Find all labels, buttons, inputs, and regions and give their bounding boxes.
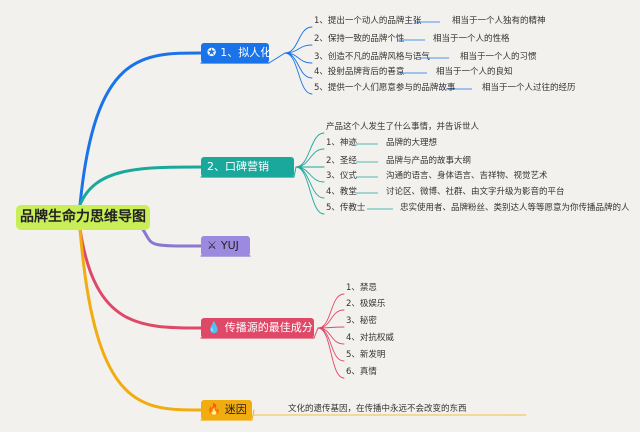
fork-connector	[293, 166, 297, 178]
branch-connector	[78, 227, 203, 412]
fork-connector	[313, 327, 319, 339]
child-connector	[317, 309, 345, 329]
child-note: 相当于一个人过往的经历	[482, 83, 576, 93]
child-note: 相当于一个人独有的精神	[452, 16, 546, 26]
child-topic: 6、真情	[346, 367, 377, 377]
child-note: 相当于一个人的良知	[436, 67, 513, 77]
child-topic: 3、创造不凡的品牌风格与语气	[314, 52, 430, 62]
child-connector	[284, 44, 313, 54]
child-topic: 文化的遗传基因，在传播中永远不会改变的东西	[288, 404, 467, 414]
root-topic[interactable]: 品牌生命力思维导图	[16, 205, 150, 230]
child-connector	[284, 52, 313, 95]
water-drop-icon: 💧	[207, 321, 221, 334]
child-connector	[317, 327, 345, 362]
child-note: 忠实使用者、品牌粉丝、类别达人等等愿意为你传播品牌的人	[400, 203, 630, 213]
child-topic: 5、传教士	[326, 203, 366, 213]
child-topic: 3、仪式	[326, 171, 357, 181]
child-topic: 4、投射品牌背后的善意	[314, 67, 405, 77]
branch-label: YUJ	[220, 239, 239, 252]
child-topic: 1、神迹	[326, 138, 357, 148]
branch-label: 1、拟人化	[220, 46, 272, 59]
child-connector	[284, 26, 313, 54]
child-connector	[317, 327, 345, 345]
crossed-tools-icon: ⚔	[207, 239, 217, 252]
branch-b3[interactable]: ⚔YUJ	[201, 236, 250, 256]
child-topic: 4、教堂	[326, 187, 357, 197]
branch-b4[interactable]: 💧传播源的最佳成分	[201, 318, 314, 338]
branch-connector	[78, 227, 203, 330]
child-topic: 5、新发明	[346, 350, 386, 360]
branch-label: 迷因	[224, 403, 247, 416]
branch-connector	[138, 223, 203, 248]
child-topic: 1、提出一个动人的品牌主张	[314, 16, 422, 26]
branch-label: 传播源的最佳成分	[224, 321, 313, 334]
branch-b1[interactable]: ✪1、拟人化	[201, 43, 272, 63]
fork-connector	[251, 409, 255, 421]
branch-connector	[78, 51, 203, 207]
branch-b2[interactable]: 2、口碑营销	[201, 157, 294, 177]
child-note: 品牌与产品的故事大纲	[386, 156, 472, 166]
child-note: 相当于一个人的习惯	[460, 52, 537, 62]
child-topic: 2、保持一致的品牌个性	[314, 34, 405, 44]
branch-label: 2、口碑营销	[207, 160, 269, 173]
child-topic: 5、提供一个人们愿意参与的品牌故事	[314, 83, 456, 93]
child-connector	[295, 166, 325, 215]
child-topic: 3、秘密	[346, 316, 377, 326]
child-connector	[317, 327, 345, 379]
child-connector	[295, 148, 325, 168]
branch-connector	[78, 165, 203, 207]
child-note: 品牌的大理想	[386, 138, 438, 148]
child-topic: 4、对抗权威	[346, 333, 394, 343]
child-note: 讨论区、微博、社群、由文字升级为影音的平台	[386, 187, 565, 197]
child-connector	[295, 166, 325, 199]
branch-b5[interactable]: 🔥迷因	[201, 400, 252, 420]
child-topic: 2、极娱乐	[346, 299, 386, 309]
child-connector	[295, 132, 325, 168]
award-ribbon-icon: ✪	[207, 46, 217, 59]
flame-icon: 🔥	[207, 403, 221, 416]
fork-connector	[268, 52, 286, 64]
child-topic: 产品这个人发生了什么事情，并告诉世人	[326, 122, 480, 132]
child-topic: 2、圣经	[326, 156, 357, 166]
child-connector	[317, 293, 345, 329]
child-connector	[295, 166, 325, 183]
child-topic: 1、禁忌	[346, 283, 377, 293]
child-note: 沟通的语言、身体语言、吉祥物、视觉艺术	[386, 171, 548, 181]
child-note: 相当于一个人的性格	[433, 34, 510, 44]
